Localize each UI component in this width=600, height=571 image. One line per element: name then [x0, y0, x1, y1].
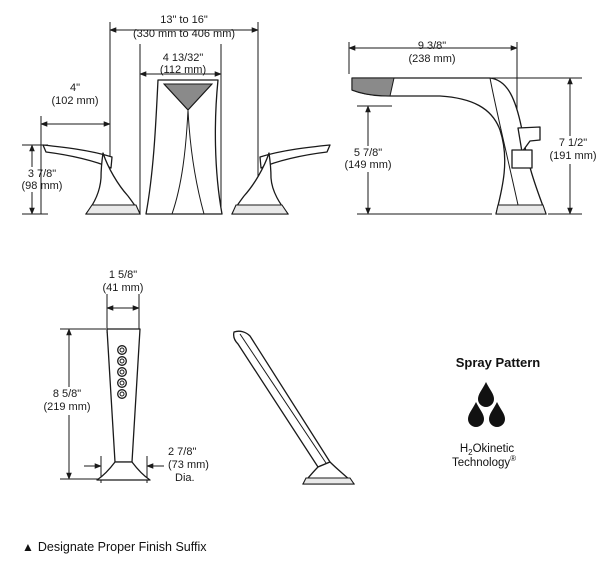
left-handle-front — [42, 144, 141, 215]
technology-name-line2: Technology® — [452, 454, 516, 469]
side-view: 9 3/8" (238 mm) 5 7/8" (149 mm) 7 1/2" (… — [344, 40, 597, 215]
triangle-icon: ▲ — [22, 540, 34, 554]
right-handle-front — [231, 144, 331, 215]
finish-suffix-footnote: ▲Designate Proper Finish Suffix — [22, 540, 207, 554]
technology-name-line1: H2Okinetic — [460, 443, 515, 457]
handle-height-inch-label: 3 7/8" — [28, 168, 56, 180]
spout-height-mm-label: (191 mm) — [549, 150, 596, 162]
handspray-width-inch-label: 1 5/8" — [109, 269, 137, 281]
spread-mm-label: (330 mm to 406 mm) — [133, 28, 235, 40]
handspray-front-view: 1 5/8" (41 mm) 8 5/8" (219 mm) 2 7/8" (7… — [43, 269, 208, 484]
spout-reach-inch-label: 9 3/8" — [418, 40, 446, 52]
base-dia-suffix-label: Dia. — [175, 472, 195, 484]
handspray-side-view — [232, 330, 356, 485]
spray-pattern-block: Spray Pattern H2Okinetic Technology® — [452, 355, 540, 469]
spout-side — [351, 77, 547, 215]
handle-reach-inch-label: 4" — [70, 82, 80, 94]
handspray-height-mm-label: (219 mm) — [43, 401, 90, 413]
footnote-text: Designate Proper Finish Suffix — [37, 540, 207, 554]
handle-reach-mm-label: (102 mm) — [51, 95, 98, 107]
spout-width-inch-label: 4 13/32" — [163, 52, 204, 64]
handspray-width-mm-label: (41 mm) — [103, 282, 144, 294]
handspray-height-inch-label: 8 5/8" — [53, 388, 81, 400]
water-drops-icon — [468, 382, 505, 427]
spout-width-mm-label: (112 mm) — [160, 64, 206, 76]
spout-reach-mm-label: (238 mm) — [408, 53, 455, 65]
spread-inch-label: 13" to 16" — [160, 14, 208, 26]
spray-nozzles — [117, 345, 127, 399]
spray-pattern-title: Spray Pattern — [456, 355, 541, 370]
spout-clearance-mm-label: (149 mm) — [344, 159, 391, 171]
spout-clearance-inch-label: 5 7/8" — [354, 147, 382, 159]
handspray-front — [96, 328, 151, 481]
base-dia-inch-label: 2 7/8" — [168, 446, 196, 458]
handle-height-mm-label: (98 mm) — [22, 180, 63, 192]
spout-height-inch-label: 7 1/2" — [559, 137, 587, 149]
spout-front — [145, 79, 223, 215]
front-view: 13" to 16" (330 mm to 406 mm) 4 13/32" (… — [22, 14, 331, 215]
base-dia-mm-label: (73 mm) — [168, 459, 209, 471]
